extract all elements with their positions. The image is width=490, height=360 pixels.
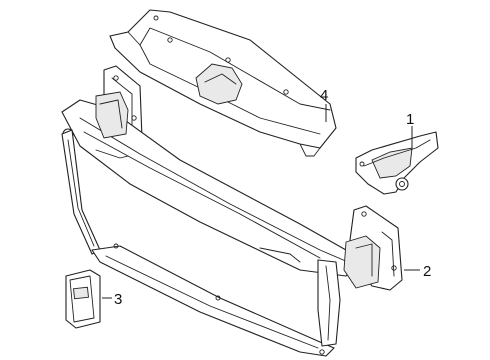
callout-2: 2 [423,263,431,280]
callout-3: 3 [114,291,122,308]
callout-1: 1 [406,111,414,128]
part-4-upper-cover [109,9,337,157]
part-1-latch-bracket [355,131,439,195]
part-3-insert-pad [65,269,101,329]
part-2-right-bracket [343,205,403,291]
leader-lines [102,104,420,299]
callout-4: 4 [320,87,328,104]
front-carrier-assembly [61,65,357,357]
